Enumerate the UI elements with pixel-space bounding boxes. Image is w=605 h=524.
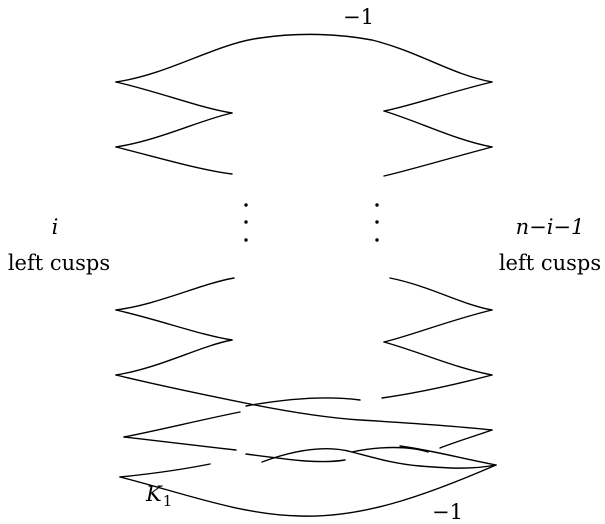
left-upper-zigzag [115,81,233,175]
left-count-label: i [52,215,59,239]
twist-region [119,397,497,517]
left-lower-zigzag [115,277,251,405]
right-upper-zigzag [383,81,493,177]
right-lower-zigzag [381,277,493,399]
right-ellipsis [375,203,379,242]
top-arc-strand [115,33,493,83]
knot-label-subscript: 1 [163,492,173,510]
right-caption-label: left cusps [499,251,601,275]
left-caption-label: left cusps [8,251,110,275]
left-ellipsis [244,203,248,242]
bottom-framing-label: −1 [432,500,463,524]
right-count-label: n−i−1 [516,215,585,239]
top-framing-label: −1 [343,5,374,29]
knot-label: K1 [145,482,172,510]
